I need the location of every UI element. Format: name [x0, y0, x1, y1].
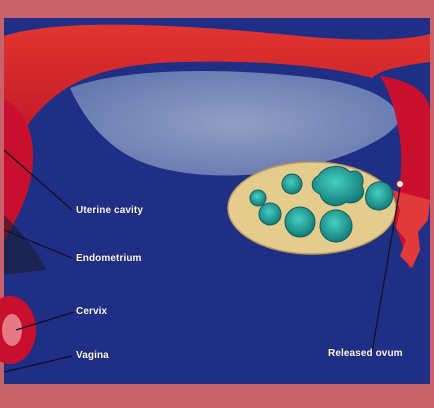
label-endometrium: Endometrium	[76, 253, 142, 264]
released-ovum	[397, 181, 404, 188]
label-released-ovum: Released ovum	[328, 348, 403, 359]
label-uterine-cavity: Uterine cavity	[76, 205, 143, 216]
follicle-1	[250, 190, 266, 206]
follicle-5	[320, 210, 352, 242]
follicle-7	[366, 182, 393, 210]
follicle-4	[285, 207, 315, 237]
follicle-2	[259, 203, 281, 225]
cervix-opening	[2, 314, 22, 346]
follicle-3	[282, 174, 302, 194]
label-vagina: Vagina	[76, 350, 109, 361]
label-cervix: Cervix	[76, 306, 107, 317]
